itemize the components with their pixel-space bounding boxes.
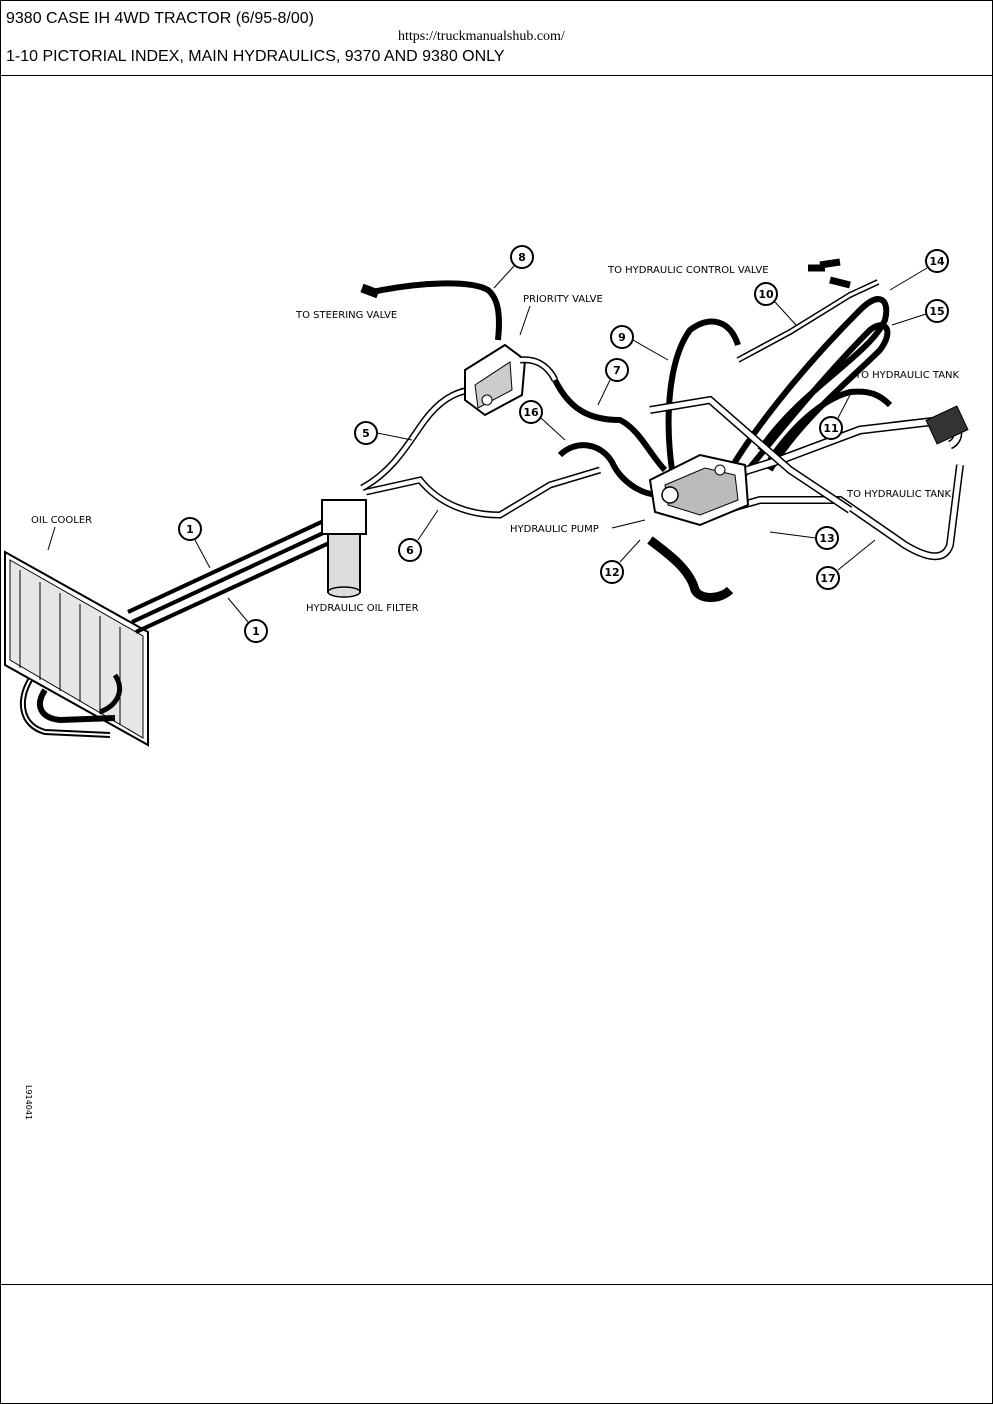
svg-text:6: 6 <box>406 544 414 557</box>
hose-12 <box>647 536 734 602</box>
label-to-hydraulic-tank-upper: TO HYDRAULIC TANK <box>854 370 960 381</box>
callout-9: 9 <box>610 325 669 361</box>
callout-1-lower: 1 <box>227 597 268 643</box>
callout-10: 10 <box>754 282 797 326</box>
svg-text:1: 1 <box>252 625 260 638</box>
svg-text:11: 11 <box>823 422 838 435</box>
hydraulic-oil-filter-illustration <box>321 499 367 598</box>
svg-text:12: 12 <box>604 566 619 579</box>
callout-17: 17 <box>816 539 876 590</box>
callout-1-upper: 1 <box>178 517 211 569</box>
priority-valve-illustration <box>464 343 527 417</box>
svg-text:5: 5 <box>362 427 370 440</box>
svg-text:16: 16 <box>523 406 539 419</box>
svg-text:15: 15 <box>929 305 944 318</box>
callout-14: 14 <box>889 249 949 291</box>
page-header: 9380 CASE IH 4WD TRACTOR (6/95-8/00) htt… <box>0 0 993 76</box>
hose-8 <box>371 280 502 341</box>
callout-5: 5 <box>354 421 413 445</box>
tube-6 <box>365 466 602 519</box>
hydraulic-pump-illustration <box>648 453 750 527</box>
callout-6: 6 <box>398 509 439 562</box>
label-hydraulic-oil-filter: HYDRAULIC OIL FILTER <box>306 603 419 614</box>
label-hydraulic-pump: HYDRAULIC PUMP <box>510 524 599 535</box>
hose-11 <box>767 388 893 462</box>
hose-14 <box>727 296 890 472</box>
callout-13: 13 <box>769 526 839 550</box>
label-to-hydraulic-tank-lower: TO HYDRAULIC TANK <box>846 489 952 500</box>
hose-7 <box>552 378 668 473</box>
label-to-hydraulic-control-valve: TO HYDRAULIC CONTROL VALVE <box>607 265 769 276</box>
footer-divider <box>0 1284 993 1285</box>
hose-9 <box>665 318 741 471</box>
callout-12: 12 <box>600 539 641 584</box>
svg-text:8: 8 <box>518 251 526 264</box>
label-to-steering-valve: TO STEERING VALVE <box>295 310 397 321</box>
callout-15: 15 <box>891 299 949 326</box>
label-priority-valve: PRIORITY VALVE <box>523 294 603 305</box>
oil-cooler-illustration <box>4 550 149 747</box>
svg-text:14: 14 <box>929 255 945 268</box>
callout-11: 11 <box>819 394 851 440</box>
svg-text:7: 7 <box>613 364 621 377</box>
label-oil-cooler: OIL COOLER <box>31 515 92 526</box>
svg-text:13: 13 <box>819 532 834 545</box>
svg-text:17: 17 <box>820 572 835 585</box>
callout-7: 7 <box>597 358 629 406</box>
source-url[interactable]: https://truckmanualshub.com/ <box>398 29 565 44</box>
section-title: 1-10 PICTORIAL INDEX, MAIN HYDRAULICS, 9… <box>6 48 505 65</box>
tube-5 <box>360 386 471 492</box>
cooler-lines <box>127 516 341 634</box>
svg-text:10: 10 <box>758 288 774 301</box>
svg-text:1: 1 <box>186 523 194 536</box>
hydraulics-diagram: OIL COOLER TO STEERING VALVE PRIORITY VA… <box>4 245 969 1120</box>
svg-text:9: 9 <box>618 331 626 344</box>
page-footer <box>0 1285 993 1403</box>
document-title: 9380 CASE IH 4WD TRACTOR (6/95-8/00) <box>6 10 314 27</box>
hose-16 <box>557 442 661 498</box>
callout-16: 16 <box>519 400 566 441</box>
header-divider <box>0 75 993 76</box>
callout-8: 8 <box>493 245 534 289</box>
figure-code: L914041 <box>24 1085 33 1120</box>
